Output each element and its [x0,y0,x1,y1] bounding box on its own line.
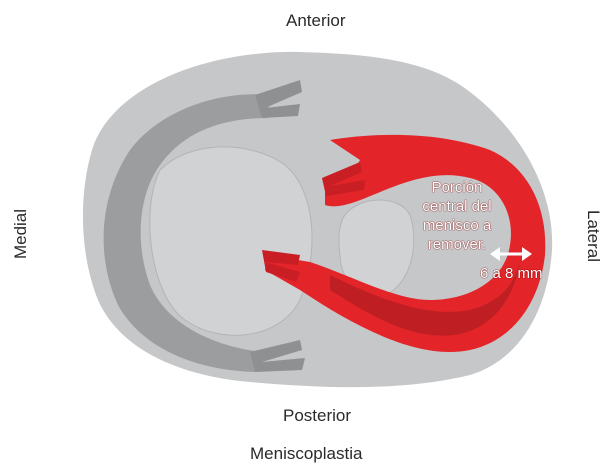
annotation-line-1: Porción [407,178,507,197]
label-medial: Medial [11,209,31,259]
annotation-line-4: remover. [407,235,507,254]
label-posterior: Posterior [283,406,351,426]
annotation-line-3: menisco a [407,216,507,235]
figure-caption: Meniscoplastia [250,444,362,464]
label-anterior: Anterior [286,11,346,31]
annotation-measurement: 6 a 8 mm [480,264,543,283]
label-lateral: Lateral [583,210,601,262]
annotation-removal-portion: Porción central del menisco a remover. [407,178,507,254]
medial-condyle-area [150,147,312,335]
annotation-line-2: central del [407,197,507,216]
